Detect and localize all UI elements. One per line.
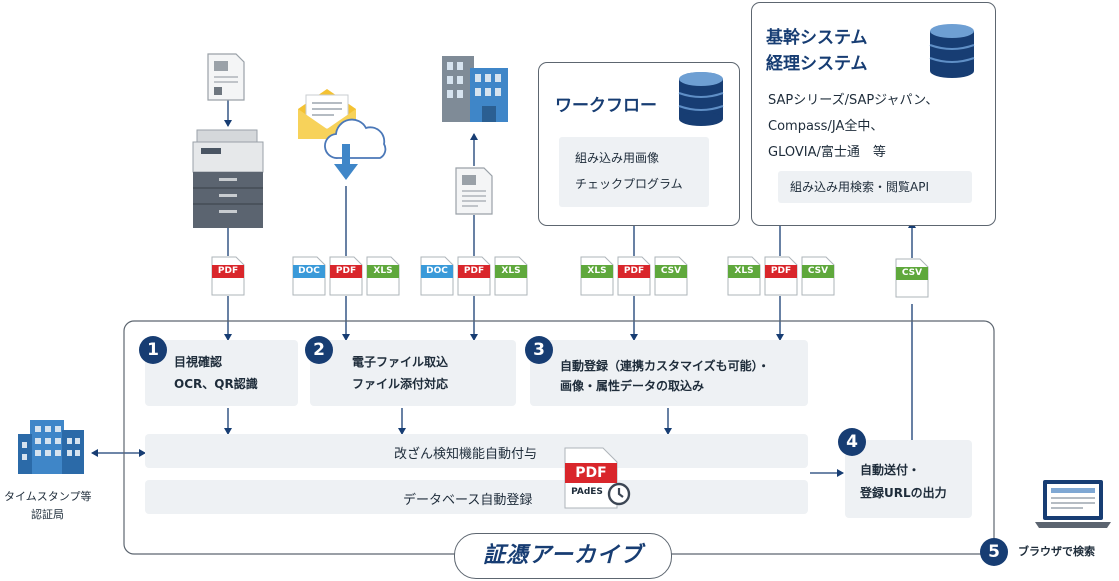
core-system-api-label: 組み込み用検索・閲覧API: [790, 180, 929, 194]
pdf-file-tag: PDF: [211, 256, 245, 296]
database-icon: [677, 71, 725, 127]
document-icon: [454, 166, 494, 216]
database-registration-label: データベース自動登録: [403, 493, 533, 508]
xls-file-tag: XLS: [580, 256, 614, 296]
file-tag-label: DOC: [298, 266, 320, 276]
step-4-panel: [845, 440, 972, 518]
pdf-badge-label: PDF: [575, 465, 607, 481]
step-4-line: 自動送付・: [860, 463, 921, 477]
step-2-line: 電子ファイル取込: [352, 355, 449, 369]
step-3-line: 画像・属性データの取込み: [560, 379, 705, 393]
file-tag-label: PDF: [217, 266, 239, 276]
pdf-pades-badge: PDF PAdES: [563, 446, 635, 512]
file-tag-label: XLS: [734, 266, 754, 276]
workflow-chip-line: チェックプログラム: [575, 177, 683, 191]
doc-file-tag: DOC: [420, 256, 454, 296]
cloud-download-icon: [322, 114, 396, 186]
timestamp-authority-line: 認証局: [31, 508, 64, 521]
pdf-file-tag: PDF: [329, 256, 363, 296]
file-tag-label: PDF: [623, 266, 645, 276]
timestamp-authority-line: タイムスタンプ等: [4, 490, 92, 503]
core-system-line: SAPシリーズ/SAPジャパン、: [768, 93, 939, 108]
step-4-line: 登録URLの出力: [860, 486, 947, 500]
xls-file-tag: XLS: [727, 256, 761, 296]
pdf-file-tag: PDF: [457, 256, 491, 296]
file-tag-label: CSV: [901, 268, 923, 278]
database-registration-bar: [145, 480, 808, 514]
browser-search-label: ブラウザで検索: [1018, 545, 1095, 558]
doc-file-tag: DOC: [292, 256, 326, 296]
file-tag-label: PDF: [335, 266, 357, 276]
workflow-box: ワークフロー 組み込み用画像 チェックプログラム: [538, 62, 740, 226]
building-icon: [16, 418, 86, 476]
step-1-line: 目視確認: [174, 355, 223, 369]
core-system-line: GLOVIA/富士通 等: [768, 145, 886, 160]
product-logo-text: 証憑アーカイブ: [483, 543, 643, 568]
product-logo: 証憑アーカイブ: [454, 533, 672, 579]
clock-icon: [607, 482, 631, 506]
xls-file-tag: XLS: [366, 256, 400, 296]
step-5-number: 5: [980, 538, 1008, 566]
file-tag-label: XLS: [587, 266, 607, 276]
file-tag-label: PDF: [463, 266, 485, 276]
step-2-panel: [310, 340, 516, 406]
core-system-api-chip: 組み込み用検索・閲覧API: [778, 171, 972, 203]
step-3-panel: [530, 340, 808, 406]
building-icon: [440, 48, 510, 124]
core-system-line: Compass/JA全中、: [768, 119, 884, 134]
file-tag-label: XLS: [501, 266, 521, 276]
step-3-number: 3: [525, 336, 553, 364]
tamper-detection-label: 改ざん検知機能自動付与: [394, 447, 538, 462]
csv-file-tag: CSV: [895, 258, 929, 298]
file-tag-label: CSV: [807, 266, 829, 276]
core-system-box: 基幹システム 経理システム SAPシリーズ/SAPジャパン、 Compass/J…: [751, 2, 996, 226]
step-2-line: ファイル添付対応: [352, 377, 449, 391]
file-tag-label: DOC: [426, 266, 448, 276]
step-1-panel: [145, 340, 298, 406]
workflow-chip-line: 組み込み用画像: [575, 151, 660, 165]
xls-file-tag: XLS: [494, 256, 528, 296]
email-icon: [294, 85, 360, 143]
step-2-number: 2: [305, 336, 333, 364]
step-1-line: OCR、QR認識: [174, 377, 258, 391]
step-3-line: 自動登録（連携カスタマイズも可能）・: [560, 359, 770, 373]
pdf-file-tag: PDF: [764, 256, 798, 296]
file-tag-label: PDF: [770, 266, 792, 276]
pades-badge-label: PAdES: [571, 487, 603, 497]
csv-file-tag: CSV: [801, 256, 835, 296]
file-tag-label: XLS: [373, 266, 393, 276]
file-tag-label: CSV: [660, 266, 682, 276]
database-icon: [928, 23, 976, 79]
step-4-number: 4: [838, 428, 866, 456]
document-icon: [206, 52, 246, 102]
step-1-number: 1: [139, 336, 167, 364]
laptop-icon: [1033, 478, 1113, 530]
workflow-title: ワークフロー: [555, 96, 657, 116]
multifunction-printer-icon: [191, 128, 265, 228]
workflow-chip: 組み込み用画像 チェックプログラム: [559, 137, 709, 207]
core-system-title-line: 経理システム: [766, 54, 868, 74]
pdf-file-tag: PDF: [617, 256, 651, 296]
tamper-detection-bar: [145, 434, 808, 468]
core-system-title-line: 基幹システム: [766, 28, 868, 48]
csv-file-tag: CSV: [654, 256, 688, 296]
